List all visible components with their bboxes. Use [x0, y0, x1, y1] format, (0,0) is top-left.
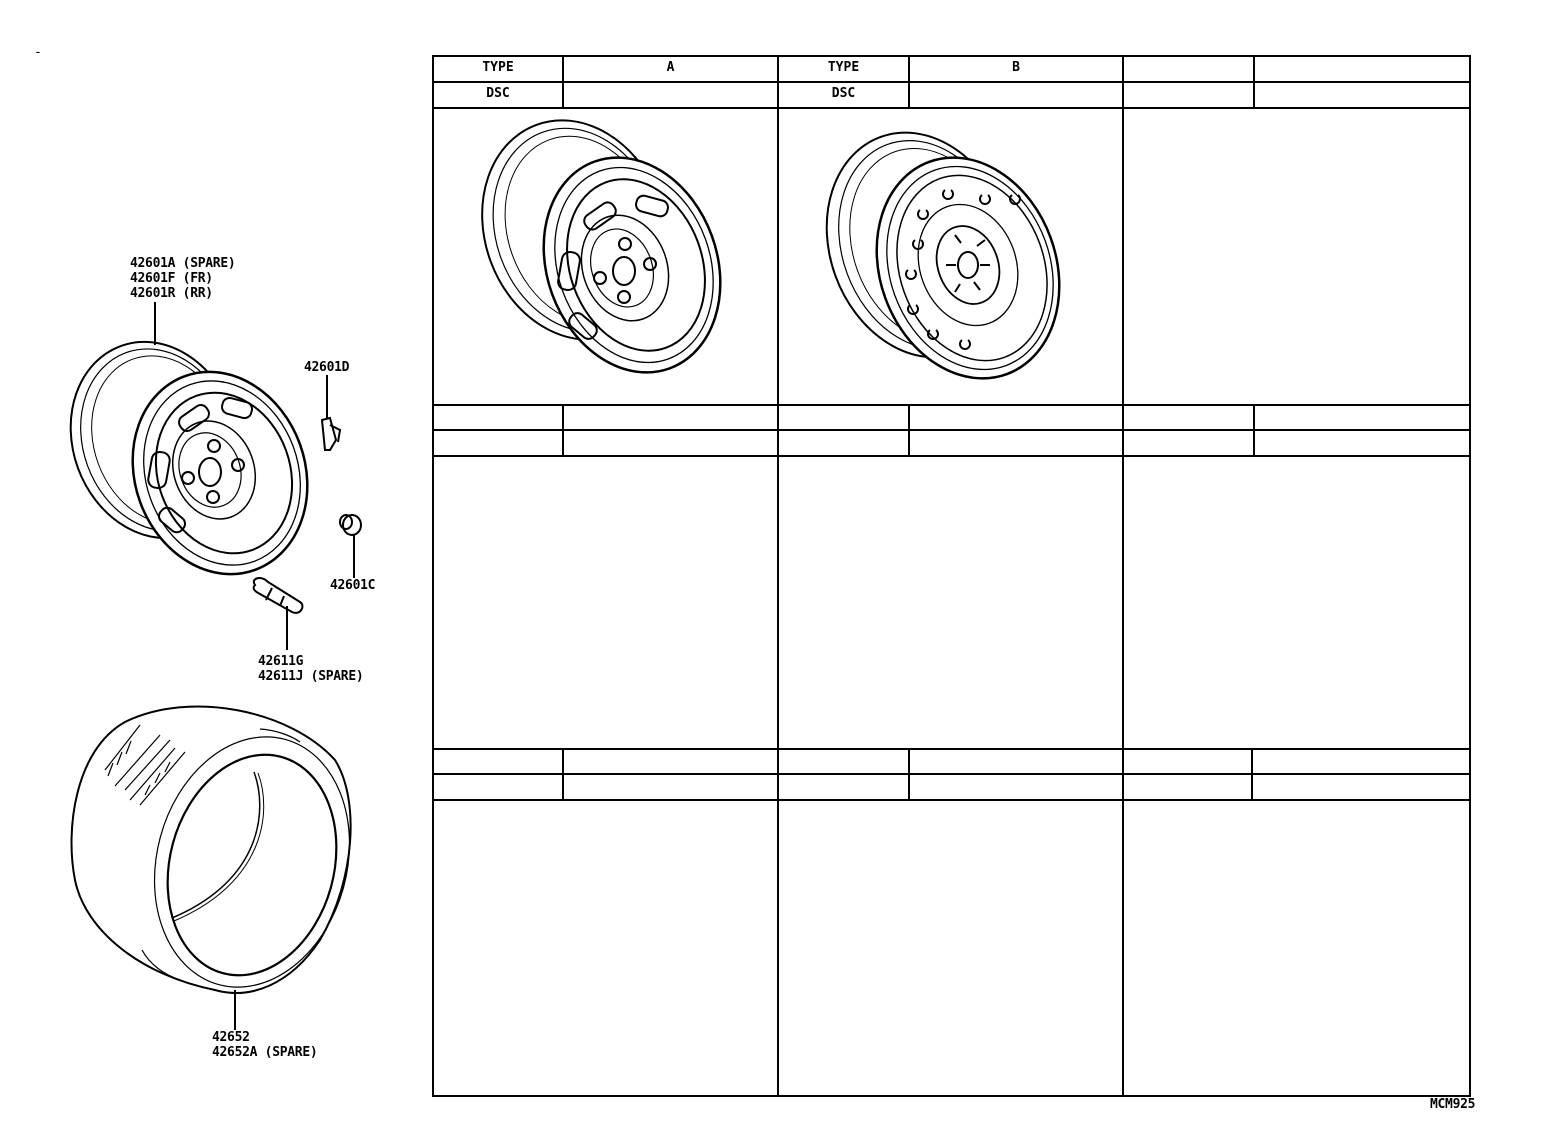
- header-dsc-label-b: DSC: [831, 86, 856, 101]
- header-dsc-label-a: DSC: [486, 86, 510, 101]
- callout-disc-wheel-front: 42601F (FR): [130, 271, 213, 286]
- callout-tire-spare: 42652A (SPARE): [212, 1045, 318, 1060]
- header-type-value-b: B: [1012, 60, 1020, 75]
- corner-mark: -: [34, 45, 42, 60]
- header-type-value-a: A: [666, 60, 675, 75]
- header-type-label-b: TYPE: [827, 60, 860, 75]
- callout-nut: 42601C: [330, 578, 376, 593]
- header-type-label-a: TYPE: [482, 60, 514, 75]
- callout-valve: 42611G: [258, 654, 304, 669]
- callout-disc-wheel-rear: 42601R (RR): [130, 286, 213, 301]
- callout-disc-wheel-spare: 42601A (SPARE): [130, 256, 236, 271]
- callout-valve-spare: 42611J (SPARE): [258, 669, 364, 684]
- callout-tire: 42652: [212, 1030, 250, 1045]
- parts-illustration: [69, 302, 362, 1030]
- drawing-code: MCM925: [1430, 1097, 1476, 1112]
- callout-cap: 42601D: [304, 360, 350, 375]
